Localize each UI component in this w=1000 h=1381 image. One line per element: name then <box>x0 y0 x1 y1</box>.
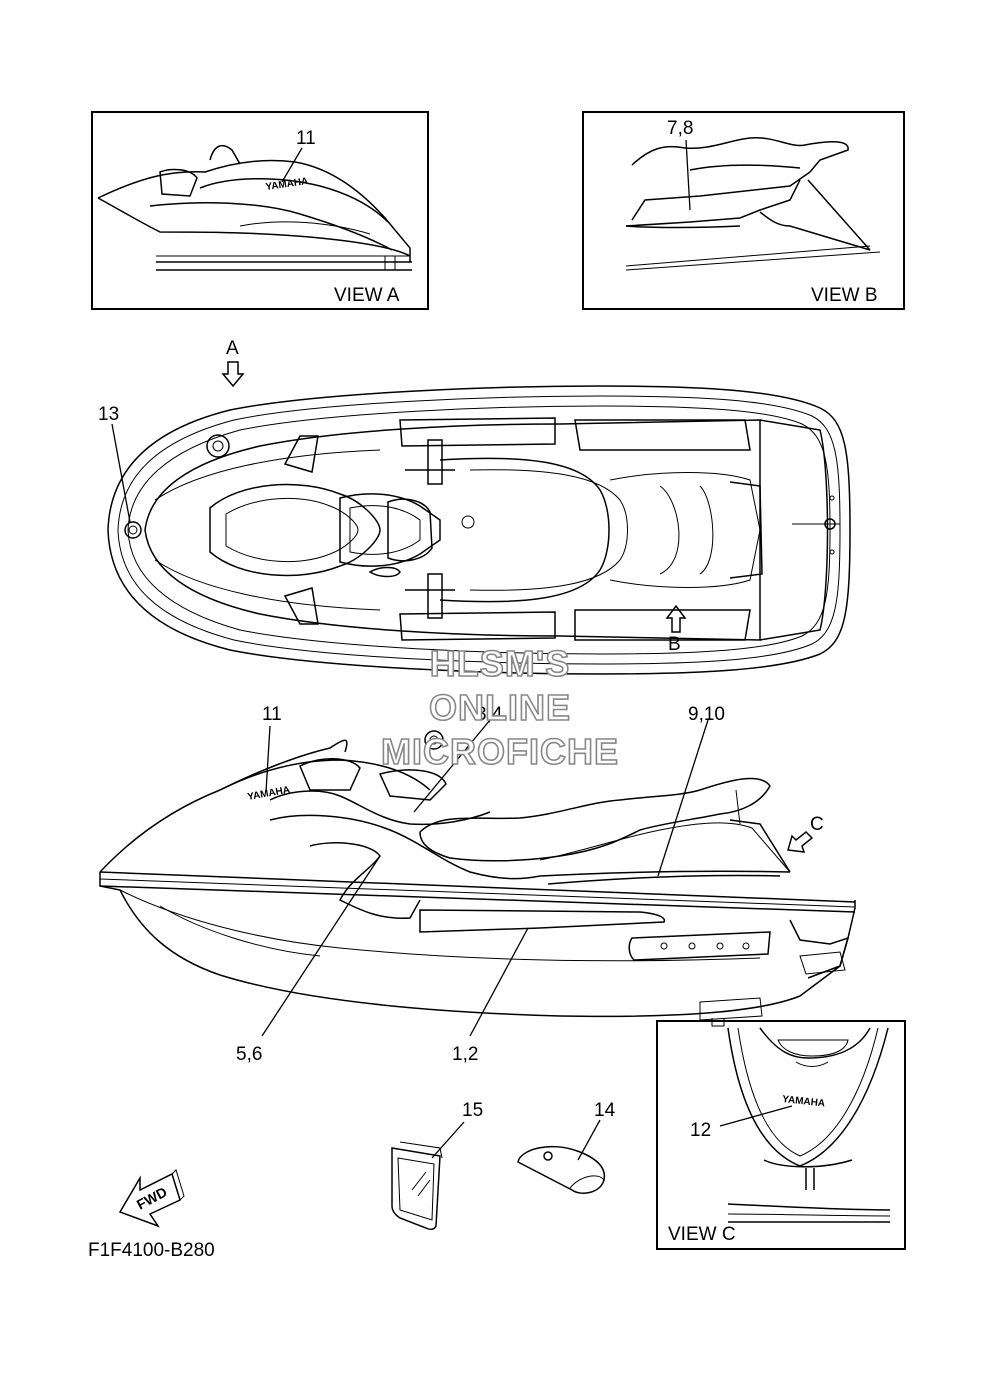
accessory-15-pouch: 15 <box>391 1100 483 1231</box>
callout-14: 14 <box>594 1100 616 1121</box>
side-logo: YAMAHA <box>247 785 291 803</box>
view-a-panel: YAMAHA 11 VIEW A <box>91 111 429 310</box>
arrow-b-label: B <box>668 634 681 655</box>
view-a-title: VIEW A <box>334 285 400 306</box>
view-c-arrow-icon <box>787 830 814 853</box>
fwd-label: FWD <box>134 1184 170 1213</box>
view-b-callout: 7,8 <box>667 118 693 139</box>
callout-9-10: 9,10 <box>688 704 725 725</box>
callout-15: 15 <box>462 1100 483 1121</box>
view-a-callout: 11 <box>296 128 316 149</box>
callout-3-4: 3,4 <box>476 704 503 725</box>
watermark: HLSM'S ONLINE MICROFICHE <box>380 642 619 773</box>
watermark-line-2: ONLINE <box>429 687 571 728</box>
view-c-title: VIEW C <box>668 1224 736 1245</box>
view-c-callout: 12 <box>690 1120 711 1141</box>
callout-11-side: 11 <box>262 704 282 725</box>
top-view-watercraft: A <box>98 338 851 675</box>
callout-5-6: 5,6 <box>236 1044 262 1065</box>
view-a-arrow-icon <box>221 361 245 388</box>
arrow-a-label: A <box>226 338 239 359</box>
accessory-14-tool: 14 <box>517 1100 616 1194</box>
callout-1-2: 1,2 <box>452 1044 478 1065</box>
view-b-panel: 7,8 VIEW B <box>582 111 905 310</box>
view-b-title: VIEW B <box>811 285 878 306</box>
view-b-arrow-icon <box>665 604 687 633</box>
watermark-line-3: MICROFICHE <box>381 731 619 772</box>
arrow-c-label: C <box>810 814 824 835</box>
watermark-line-1: HLSM'S <box>430 643 571 684</box>
figure-code: F1F4100-B280 <box>88 1240 215 1261</box>
fwd-arrow-icon: FWD <box>118 1169 185 1228</box>
view-c-logo: YAMAHA <box>782 1094 826 1109</box>
view-c-panel: YAMAHA 12 VIEW C <box>656 1020 906 1250</box>
callout-13: 13 <box>98 404 119 425</box>
